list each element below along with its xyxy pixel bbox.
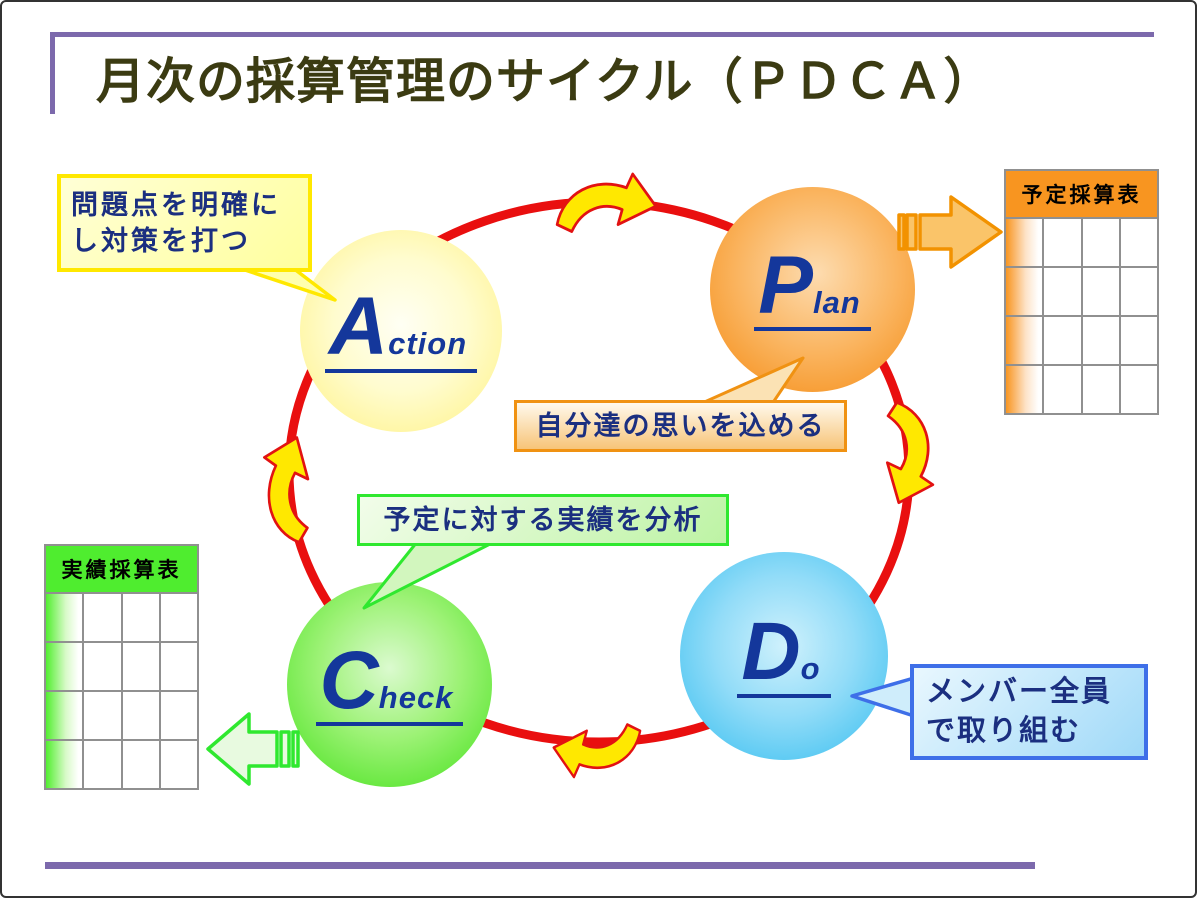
plan-rest: lan: [812, 284, 861, 320]
table-row: [43, 690, 200, 741]
do-initial: D: [741, 606, 801, 698]
do-callout-line2: で取り組む: [926, 715, 1082, 747]
table-cell: [1080, 217, 1121, 268]
title-rule-top: [50, 32, 1154, 37]
action-callout-line1: 問題点を明確に: [71, 189, 281, 220]
table-cell: [1080, 315, 1121, 366]
table-cell: [1003, 364, 1045, 415]
table-cell: [43, 641, 85, 692]
striped-right-arrow-icon: [897, 195, 1003, 269]
page-title: 月次の採算管理のサイクル（ＰＤＣＡ）: [96, 55, 994, 109]
table-cell: [1042, 266, 1083, 317]
cycle-arrow-top-icon: [555, 172, 658, 233]
cycle-arrow-left-icon: [251, 432, 322, 545]
action-initial: A: [328, 281, 389, 373]
table-cell: [1118, 217, 1160, 268]
table-cell: [120, 592, 161, 643]
table-row: [43, 739, 200, 790]
striped-left-arrow-icon: [206, 712, 300, 786]
table-cell: [120, 690, 161, 741]
cycle-arrow-right-icon: [873, 400, 947, 509]
table-cell: [1003, 217, 1045, 268]
table-cell: [1042, 217, 1083, 268]
check-initial: C: [319, 634, 379, 726]
table-cell: [43, 690, 85, 741]
table-cell: [1042, 315, 1083, 366]
table-row: [1003, 315, 1160, 366]
action-rest: ction: [388, 326, 468, 362]
table-cell: [158, 690, 200, 741]
table-cell: [1118, 315, 1160, 366]
cycle-arrow-bottom-icon: [552, 723, 642, 779]
table-cell: [82, 592, 123, 643]
table-cell: [1042, 364, 1083, 415]
table-row: [43, 641, 200, 692]
action-callout: 問題点を明確に し対策を打つ: [57, 174, 312, 272]
table-cell: [82, 739, 123, 790]
table-cell: [82, 641, 123, 692]
table-cell: [120, 739, 161, 790]
table-cell: [43, 592, 85, 643]
table-cell: [82, 690, 123, 741]
do-callout: メンバー全員 で取り組む: [910, 664, 1148, 760]
table-row: [1003, 217, 1160, 268]
footer-rule: [45, 862, 1035, 869]
title-rule-left: [50, 32, 55, 114]
table-cell: [1080, 266, 1121, 317]
table-cell: [1003, 315, 1045, 366]
table-cell: [1118, 364, 1160, 415]
table-cell: [1080, 364, 1121, 415]
check-callout: 予定に対する実績を分析: [357, 494, 729, 546]
table-cell: [158, 641, 200, 692]
table-row: [1003, 364, 1160, 415]
result-budget-table: 実績採算表: [43, 544, 200, 790]
table-cell: [1118, 266, 1160, 317]
plan-callout-text: 自分達の思いを込める: [535, 410, 826, 441]
check-rest: heck: [378, 679, 454, 715]
table-cell: [120, 641, 161, 692]
check-callout-text: 予定に対する実績を分析: [383, 504, 703, 535]
plan-table-title: 予定採算表: [1004, 169, 1159, 219]
plan-budget-table: 予定採算表: [1003, 169, 1160, 415]
plan-callout: 自分達の思いを込める: [514, 400, 847, 452]
table-cell: [158, 592, 200, 643]
table-cell: [43, 739, 85, 790]
table-row: [1003, 266, 1160, 317]
table-cell: [158, 739, 200, 790]
action-callout-line2: し対策を打つ: [71, 226, 251, 256]
result-table-title: 実績採算表: [44, 544, 199, 594]
table-row: [43, 592, 200, 643]
do-rest: o: [800, 651, 821, 687]
table-cell: [1003, 266, 1045, 317]
plan-initial: P: [758, 239, 813, 331]
do-callout-line1: メンバー全員: [926, 675, 1113, 708]
